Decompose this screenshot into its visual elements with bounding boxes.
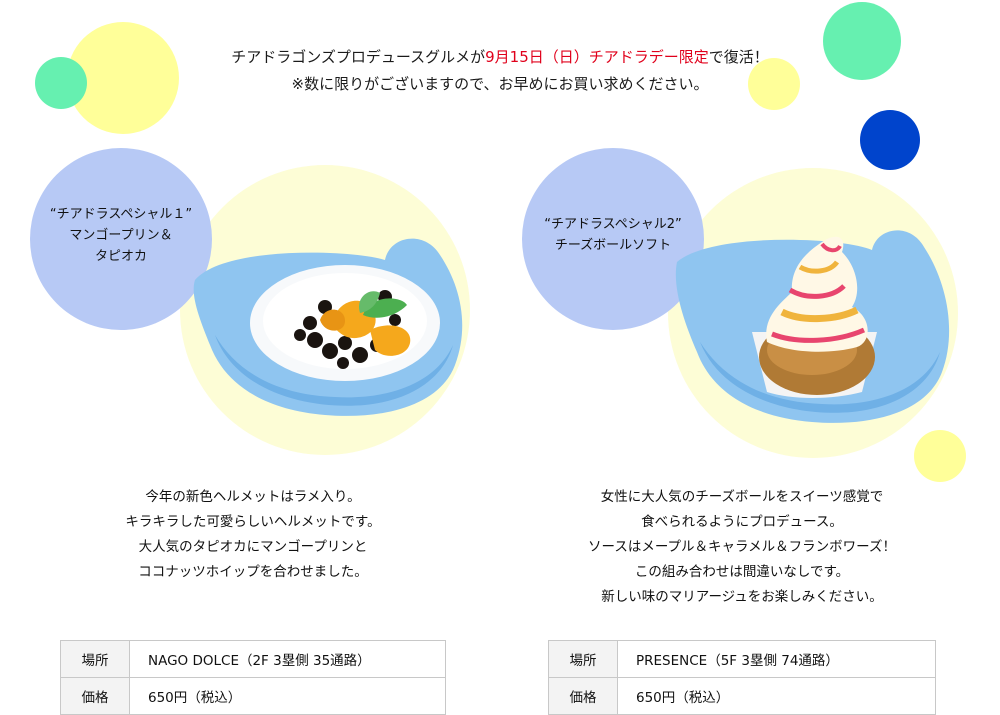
headline-line1: チアドラゴンズプロデュースグルメが9月15日（日）チアドラデー限定で復活！ [231,48,769,66]
item2-description: 女性に大人気のチーズボールをスイーツ感覚で 食べられるようにプロデュース。 ソー… [588,489,896,605]
headline-line2: ※数に限りがございますので、お早めにお買い求めください。 [291,75,709,93]
price-value: 650円（税込） [617,677,936,715]
headline: チアドラゴンズプロデュースグルメが9月15日（日）チアドラデー限定で復活！ ※数… [0,44,1000,98]
price-label: 価格 [60,677,130,715]
cheese-ball-soft-serve-cup-icon [675,230,950,423]
mango-pudding-tapioca-cup-icon [193,238,463,416]
item1-name: “チアドラスペシャル１” マンゴープリン＆ タピオカ [49,207,193,264]
table-row: 価格 650円（税込） [60,677,446,715]
deco-circle-blue [860,110,920,170]
table-row: 場所 PRESENCE（5F 3塁側 74通路） [548,640,936,678]
item2-name-bubble [522,148,704,330]
price-value: 650円（税込） [129,677,446,715]
place-label: 場所 [548,640,618,678]
item1-info-table: 場所 NAGO DOLCE（2F 3塁側 35通路） 価格 650円（税込） [60,640,446,715]
item1-description: 今年の新色ヘルメットはラメ入り。 キラキラした可愛らしいヘルメットです。 大人気… [125,489,381,580]
table-row: 場所 NAGO DOLCE（2F 3塁側 35通路） [60,640,446,678]
deco-circle-yellow-topright [748,58,800,110]
place-label: 場所 [60,640,130,678]
item2-info-table: 場所 PRESENCE（5F 3塁側 74通路） 価格 650円（税込） [548,640,936,715]
deco-circle-mint-topright [823,2,901,80]
deco-circle-mint-topleft [35,57,87,109]
price-label: 価格 [548,677,618,715]
table-row: 価格 650円（税込） [548,677,936,715]
item2-name: “チアドラスペシャル2” チーズボールソフト [544,217,682,253]
deco-circle-yellow-right [914,430,966,482]
place-value: NAGO DOLCE（2F 3塁側 35通路） [129,640,446,678]
place-value: PRESENCE（5F 3塁側 74通路） [617,640,936,678]
headline-highlight: 9月15日（日）チアドラデー限定 [485,48,709,66]
item1-name-bubble [30,148,212,330]
